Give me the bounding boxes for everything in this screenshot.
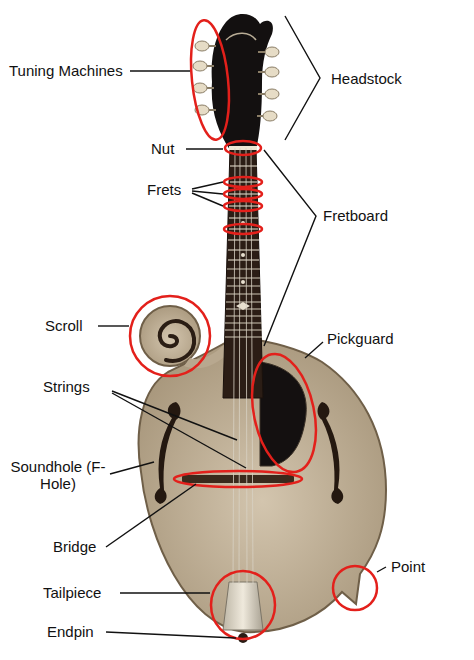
fret-inlays [236, 198, 250, 310]
f-hole [318, 402, 344, 504]
part-label: Pickguard [326, 330, 395, 347]
tuning-buttons [193, 41, 279, 121]
scroll-spiral [160, 321, 194, 361]
headstock-inlay [226, 33, 256, 40]
fretboard-shape [223, 148, 263, 398]
tuning-posts [207, 46, 265, 116]
fret-wires [225, 166, 262, 337]
nut-shape [229, 146, 257, 150]
f-hole [155, 402, 181, 504]
part-label: Point [390, 558, 426, 575]
part-label: Strings [42, 378, 91, 395]
leader-lines [98, 16, 386, 638]
bridge-shape [182, 475, 294, 483]
highlight-rings [130, 18, 377, 639]
part-label: Nut [150, 140, 175, 157]
part-label: Soundhole (F-Hole) [8, 458, 108, 492]
part-label: Headstock [330, 70, 403, 87]
part-label: Frets [146, 181, 182, 198]
part-label: Tailpiece [42, 584, 102, 601]
scroll-shape [140, 306, 200, 366]
part-label: Endpin [46, 623, 95, 640]
string-lines [233, 148, 253, 584]
part-label: Fretboard [322, 207, 389, 224]
part-label: Tuning Machines [8, 62, 124, 79]
part-label: Scroll [44, 317, 84, 334]
part-label: Bridge [52, 538, 97, 555]
tailpiece-shape [223, 582, 263, 630]
headstock-shape [212, 14, 273, 150]
